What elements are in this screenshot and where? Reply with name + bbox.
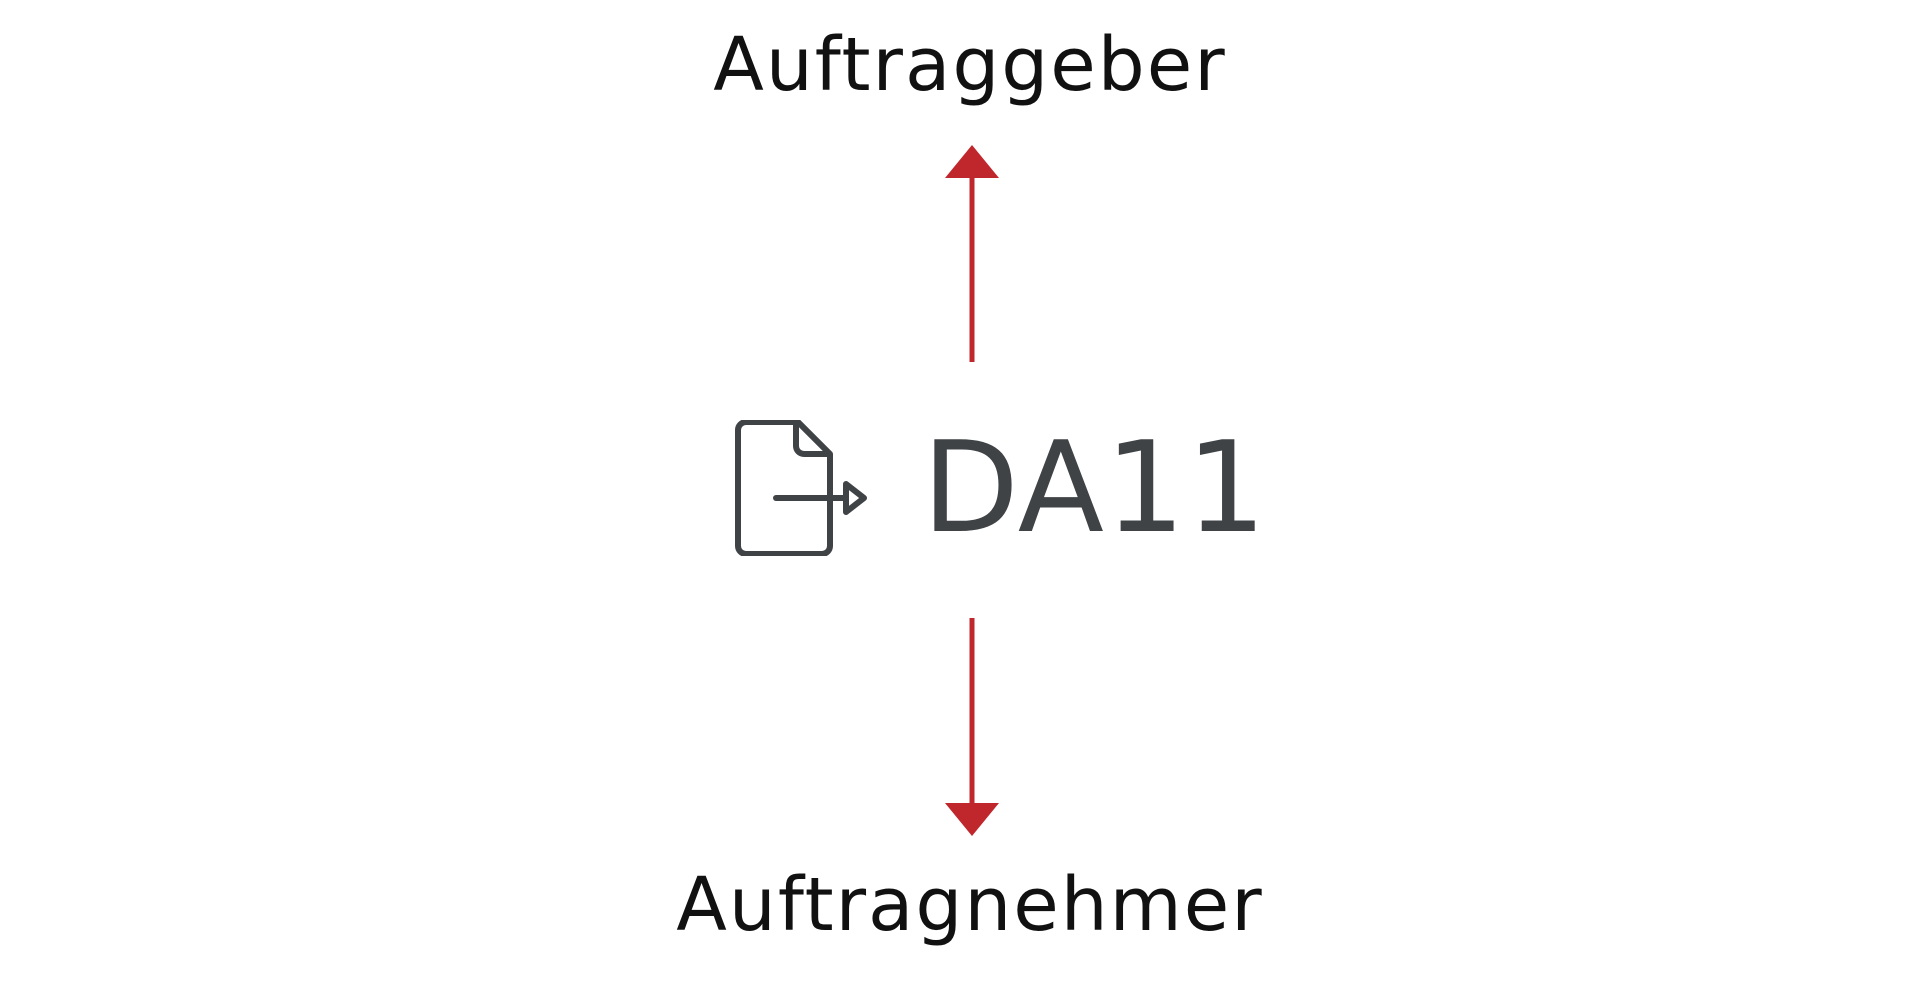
- document-node: DA11: [734, 420, 1267, 556]
- up-arrow: [945, 145, 999, 362]
- contractor-label: Auftragnehmer: [676, 862, 1264, 948]
- document-code: DA11: [922, 414, 1268, 561]
- up-arrow-head: [945, 145, 999, 178]
- client-label: Auftraggeber: [713, 22, 1227, 108]
- document-export-icon: [735, 420, 867, 556]
- down-arrow: [945, 618, 999, 836]
- down-arrow-head: [945, 803, 999, 836]
